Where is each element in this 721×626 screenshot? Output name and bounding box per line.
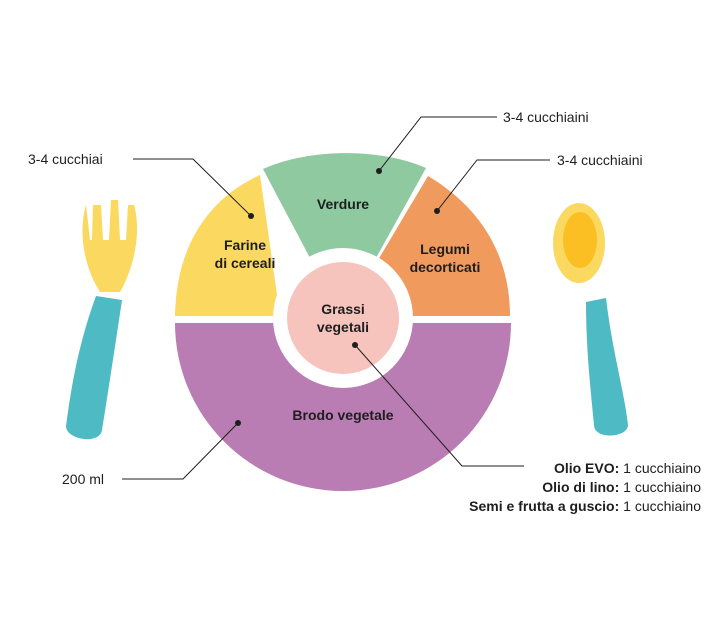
brodo-dot	[235, 420, 241, 426]
legumi-dot	[434, 208, 440, 214]
farine-leader	[133, 158, 252, 217]
farine-label-line2: di cereali	[215, 255, 276, 271]
legumi-label-line2: decorticati	[410, 259, 481, 275]
brodo-leader	[122, 422, 239, 480]
note-line: Olio di lino: 1 cucchiaino	[469, 478, 701, 497]
note-key: Semi e frutta a guscio:	[469, 498, 620, 514]
grassi-label-line1: Grassi	[321, 301, 365, 317]
spoon-icon	[553, 203, 628, 436]
farine-callout: 3-4 cucchiai	[28, 151, 103, 167]
grassi-segment	[287, 262, 399, 374]
note-value: 1 cucchiaino	[619, 460, 701, 476]
verdure-dot	[376, 168, 382, 174]
grassi-dot	[352, 342, 358, 348]
grassi-notes: Olio EVO: 1 cucchiaino Olio di lino: 1 c…	[469, 459, 701, 516]
note-line: Semi e frutta a guscio: 1 cucchiaino	[469, 497, 701, 516]
grassi-leader	[354, 344, 524, 467]
legumi-label-line1: Legumi	[420, 241, 470, 257]
verdure-leader	[378, 116, 497, 172]
note-key: Olio di lino:	[542, 479, 620, 495]
farine-segment	[175, 175, 280, 316]
brodo-callout: 200 ml	[62, 471, 104, 487]
verdure-segment	[263, 153, 426, 258]
fork-icon	[66, 200, 138, 440]
note-value: 1 cucchiaino	[619, 498, 701, 514]
note-line: Olio EVO: 1 cucchiaino	[469, 459, 701, 478]
brodo-segment	[175, 323, 511, 491]
legumi-callout: 3-4 cucchiaini	[557, 152, 643, 168]
brodo-label: Brodo vegetale	[292, 407, 393, 423]
verdure-callout: 3-4 cucchiaini	[503, 109, 589, 125]
farine-dot	[248, 213, 254, 219]
grassi-label-line2: vegetali	[317, 319, 369, 335]
note-key: Olio EVO:	[553, 460, 620, 476]
legumi-segment	[378, 176, 510, 316]
legumi-leader	[436, 159, 550, 212]
note-value: 1 cucchiaino	[619, 479, 701, 495]
farine-label-line1: Farine	[224, 237, 266, 253]
verdure-label: Verdure	[317, 196, 369, 212]
